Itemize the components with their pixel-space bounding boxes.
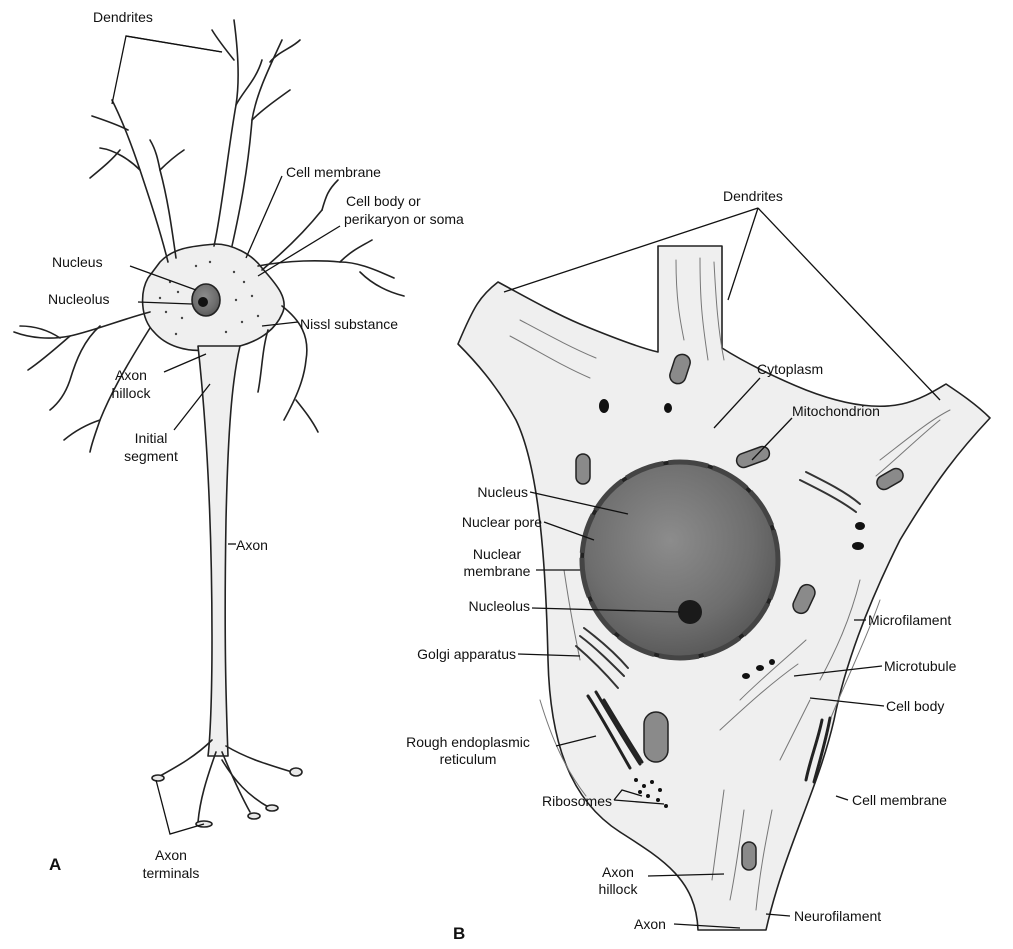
label-initial-segment-line1-a: Initial xyxy=(116,430,186,446)
label-nucleolus-a: Nucleolus xyxy=(48,291,109,307)
label-nissl-a: Nissl substance xyxy=(300,316,398,332)
label-ribosomes-b: Ribosomes xyxy=(500,793,612,809)
label-nucleus-b: Nucleus xyxy=(420,484,528,500)
panel-label-a: A xyxy=(49,857,61,873)
label-axon-a: Axon xyxy=(236,537,268,553)
label-cell-body-line2-a: perikaryon or soma xyxy=(344,211,464,227)
nucleolus-b xyxy=(678,600,702,624)
label-nuclear-membrane-line1-b: Nuclear xyxy=(456,546,538,562)
label-nucleolus-b: Nucleolus xyxy=(420,598,530,614)
label-dendrites-b: Dendrites xyxy=(723,188,783,204)
label-nucleus-a: Nucleus xyxy=(52,254,103,270)
label-axon-hillock-line1-b: Axon xyxy=(586,864,650,880)
label-initial-segment-line2-a: segment xyxy=(116,448,186,464)
label-nuclear-membrane-line2-b: membrane xyxy=(456,563,538,579)
label-axon-terminals-line1-a: Axon xyxy=(136,847,206,863)
label-microfilament-b: Microfilament xyxy=(868,612,951,628)
label-rer-line1-b: Rough endoplasmic xyxy=(378,734,558,750)
label-axon-hillock-line1-a: Axon xyxy=(104,367,158,383)
label-axon-b: Axon xyxy=(634,916,666,932)
label-microtubule-b: Microtubule xyxy=(884,658,956,674)
panel-label-b: B xyxy=(453,926,465,942)
label-cell-body-line1-a: Cell body or xyxy=(346,193,421,209)
label-golgi-b: Golgi apparatus xyxy=(370,646,516,662)
nucleolus-a xyxy=(198,297,208,307)
label-axon-hillock-line2-a: hillock xyxy=(104,385,158,401)
label-cytoplasm-b: Cytoplasm xyxy=(757,361,823,377)
neuron-a xyxy=(143,244,285,756)
label-mitochondrion-b: Mitochondrion xyxy=(792,403,880,419)
label-rer-line2-b: reticulum xyxy=(378,751,558,767)
label-cell-membrane-a: Cell membrane xyxy=(286,164,381,180)
axon-shaft-a xyxy=(198,346,240,756)
label-cell-membrane-b: Cell membrane xyxy=(852,792,947,808)
label-nuclear-pore-b: Nuclear pore xyxy=(420,514,542,530)
label-axon-hillock-line2-b: hillock xyxy=(586,881,650,897)
label-dendrites-a: Dendrites xyxy=(93,9,153,25)
label-neurofilament-b: Neurofilament xyxy=(794,908,881,924)
label-cell-body-b: Cell body xyxy=(886,698,944,714)
label-axon-terminals-line2-a: terminals xyxy=(136,865,206,881)
